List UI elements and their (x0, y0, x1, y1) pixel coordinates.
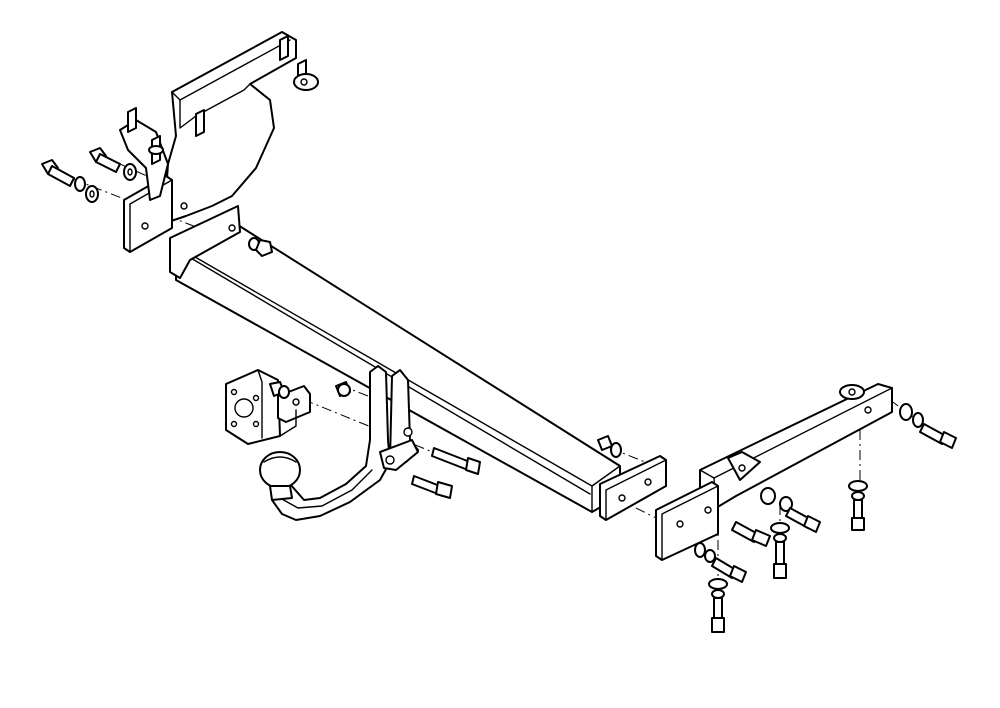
washer (708, 578, 728, 599)
hex-bolt (431, 447, 481, 475)
washer (848, 480, 868, 501)
right-end-plate (599, 455, 667, 521)
washer (760, 487, 793, 512)
hex-bolt (41, 159, 75, 187)
hex-bolt (89, 147, 121, 173)
washer (899, 403, 924, 428)
washer (770, 522, 790, 543)
right-mounting-bracket (655, 383, 893, 561)
hex-bolt (851, 499, 865, 531)
hex-nut (248, 237, 273, 257)
hex-bolt (773, 541, 787, 579)
hex-nut (597, 435, 622, 458)
hex-nut (335, 381, 351, 397)
hex-bolt (711, 557, 747, 583)
left-mounting-bracket (119, 31, 319, 253)
hex-bolt (919, 423, 957, 449)
tow-ball-neck (271, 365, 419, 521)
hex-nut (269, 381, 290, 399)
hex-bolt (785, 507, 821, 533)
socket-plate (225, 369, 311, 445)
washer (694, 542, 716, 563)
tow-ball (259, 451, 301, 501)
fasteners (41, 147, 957, 633)
assembly-center-lines (54, 154, 946, 600)
hex-bolt (711, 597, 725, 633)
hex-bolt (411, 475, 453, 499)
washer (74, 176, 99, 203)
washer (123, 163, 137, 181)
hex-bolt (731, 521, 771, 547)
